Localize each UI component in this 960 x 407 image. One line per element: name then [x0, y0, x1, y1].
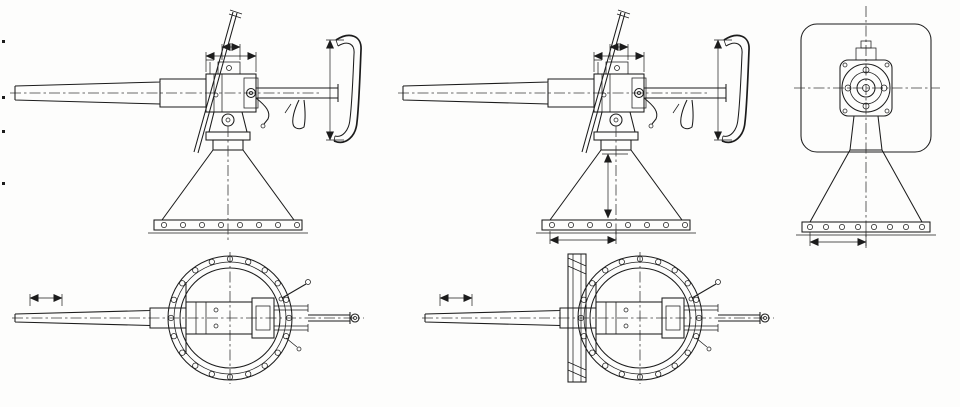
view-plan-center	[422, 252, 774, 384]
view-rear-elevation	[794, 6, 940, 248]
scan-edge-artifacts	[2, 40, 5, 185]
extra-dimension-lines	[549, 153, 628, 244]
mounting-plate	[567, 253, 587, 383]
side-elevation-drawing	[398, 10, 749, 242]
view-side-elevation-center	[398, 10, 749, 244]
view-plan-left	[12, 252, 364, 384]
rear-pedestal	[796, 115, 936, 246]
plan-view-drawing	[422, 252, 774, 384]
view-side-elevation-left	[10, 10, 361, 242]
side-elevation-drawing	[10, 10, 361, 242]
plan-view-drawing	[12, 252, 364, 384]
recoil-housing	[839, 40, 893, 117]
